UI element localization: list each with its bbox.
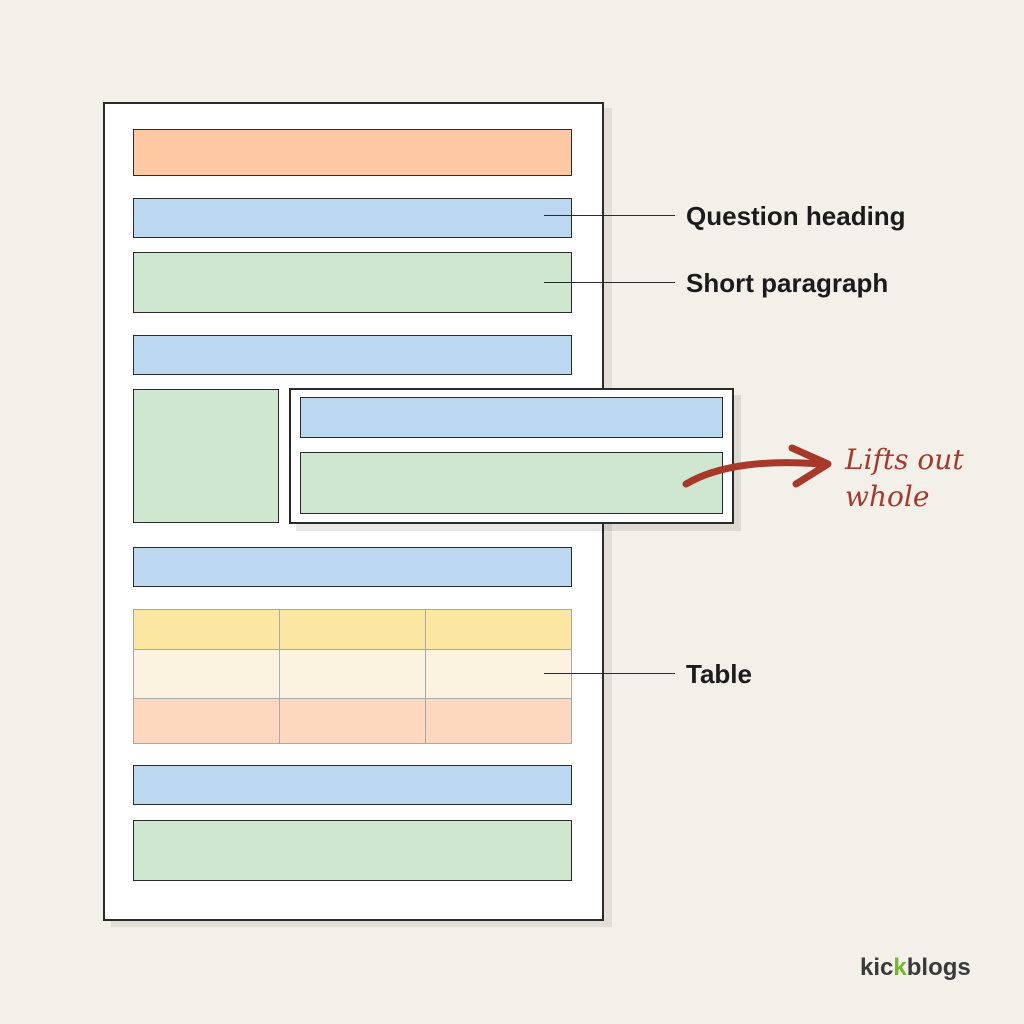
logo-text-part1: kic <box>860 954 894 981</box>
lifts-out-note-line2: whole <box>845 480 930 513</box>
logo-text-part3: blogs <box>906 954 971 981</box>
short-paragraph-callout-line <box>544 282 675 283</box>
question-heading-block-3 <box>133 547 572 587</box>
table-cell <box>134 650 280 699</box>
logo-text-accent: k <box>893 954 907 981</box>
question-heading-label: Question heading <box>686 201 906 231</box>
image-block <box>133 389 279 523</box>
short-paragraph-label: Short paragraph <box>686 268 889 298</box>
question-heading-callout-line <box>544 215 675 216</box>
title-block <box>133 129 572 176</box>
table-header-cell <box>280 610 426 650</box>
lifted-paragraph-block <box>300 452 723 514</box>
short-paragraph-block-2 <box>133 820 572 881</box>
question-heading-block-2 <box>133 335 572 375</box>
table-header-cell <box>134 610 280 650</box>
table-label: Table <box>686 659 752 689</box>
table-header-cell <box>426 610 571 650</box>
short-paragraph-block <box>133 252 572 313</box>
table-cell <box>426 699 571 743</box>
question-heading-block <box>133 198 572 238</box>
table-callout-line <box>544 673 675 674</box>
lift-arrow-icon <box>682 444 832 488</box>
table-cell <box>426 650 571 699</box>
table-cell <box>280 699 426 743</box>
table-cell <box>280 650 426 699</box>
kickblogs-logo: kickblogs <box>860 956 971 980</box>
table-cell <box>134 699 280 743</box>
question-heading-block-4 <box>133 765 572 805</box>
lifts-out-note-line1: Lifts out <box>845 443 964 476</box>
lifted-heading-block <box>300 397 723 438</box>
table-block <box>133 609 572 744</box>
